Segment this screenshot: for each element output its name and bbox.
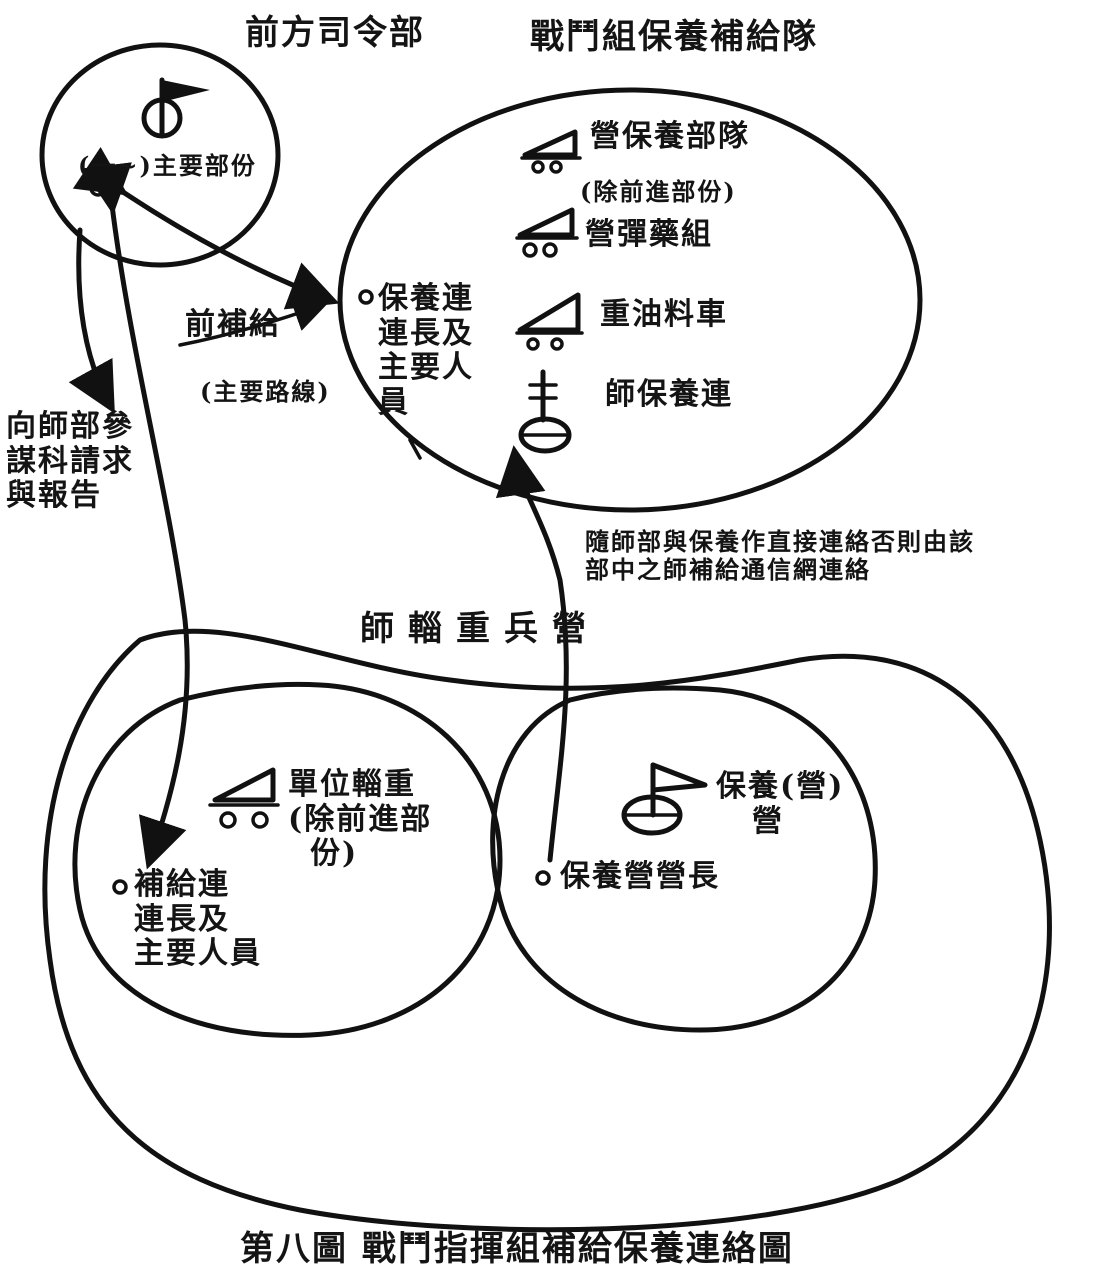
edge-label-supply: 前補給 — [185, 307, 281, 342]
unit-train-member: 補給連 連長及 主要人員 — [134, 867, 262, 972]
combat-group-member-dot — [358, 289, 374, 305]
unit-train-circle — [72, 681, 503, 1038]
edge-label-line: 向師部參 — [6, 409, 134, 444]
truck-icon — [515, 292, 584, 351]
label-line: (除前進部 — [288, 801, 433, 837]
edge-hq-to-unit-train — [82, 162, 190, 870]
combat-group-title: 戰鬥組保養補給隊 — [530, 17, 818, 57]
edge-label-line: 謀科請求 — [6, 443, 134, 479]
member-line: 主要人 — [378, 350, 474, 385]
unit-train-label: 單位輜重 (除前進部 份) — [288, 767, 433, 872]
label-line: 保養(營) — [716, 769, 845, 804]
front-hq-member: (一~)主要部份 — [78, 151, 257, 180]
edge-maint-to-combat — [495, 445, 569, 863]
hq-flag-icon — [141, 77, 210, 139]
unit-train-member-dot — [112, 879, 128, 895]
maint-flag-icon — [621, 762, 708, 836]
edge-label-line: 隨師部與保養作直接連絡否則由該 — [585, 527, 975, 556]
division-train-outline — [42, 628, 1052, 1233]
division-train-title: 師輜重兵營 — [360, 609, 600, 649]
edge-hq-to-staff — [68, 227, 115, 414]
front-hq-member-dot — [89, 179, 107, 197]
maint-bn-circle — [490, 685, 878, 1033]
edge-label-staff: 向師部參 謀科請求 與報告 — [6, 409, 134, 514]
label-line: 營 — [752, 803, 784, 839]
member-line: 補給連 — [134, 867, 230, 902]
maint-bn-member-dot — [535, 870, 551, 886]
edge-label-line: 部中之師補給通信網連絡 — [585, 554, 871, 584]
edge-label-underline — [178, 297, 329, 347]
combat-member-pointer — [408, 438, 422, 460]
label-line: 份) — [310, 836, 359, 871]
member-line: 連長及 — [134, 901, 230, 937]
member-line: 保養連 — [378, 281, 474, 316]
edge-label-maint: 隨師部與保養作直接連絡否則由該 部中之師補給通信網連絡 — [585, 528, 975, 583]
combat-item-1: 營保養部隊 — [590, 119, 750, 154]
combat-group-circle — [337, 87, 923, 513]
truck-icon — [515, 207, 579, 258]
label-line: 單位輜重 — [288, 767, 416, 802]
combat-item-4: 師保養連 — [605, 377, 733, 412]
front-hq-title: 前方司令部 — [245, 13, 425, 53]
member-line: 員 — [378, 384, 410, 420]
maint-bn-member: 保養營營長 — [560, 859, 720, 894]
maint-symbol-icon — [518, 369, 572, 454]
edge-label-supply-sub: (主要路線) — [200, 377, 331, 406]
edge-label-line: 與報告 — [6, 478, 102, 513]
combat-item-3: 重油料車 — [600, 297, 728, 332]
truck-icon — [520, 129, 582, 174]
maint-bn-label: 保養(營) 營 — [716, 769, 845, 839]
member-line: 連長及 — [378, 315, 474, 351]
combat-group-member: 保養連 連長及 主要人 員 — [378, 281, 474, 420]
combat-item-2: 營彈藥組 — [585, 217, 713, 252]
member-line: 主要人員 — [134, 936, 262, 971]
figure-title: 第八圖 戰鬥指揮組補給保養連絡圖 — [240, 1229, 794, 1269]
truck-icon — [208, 767, 280, 829]
combat-item-1-sub: (除前進部份) — [580, 177, 737, 206]
